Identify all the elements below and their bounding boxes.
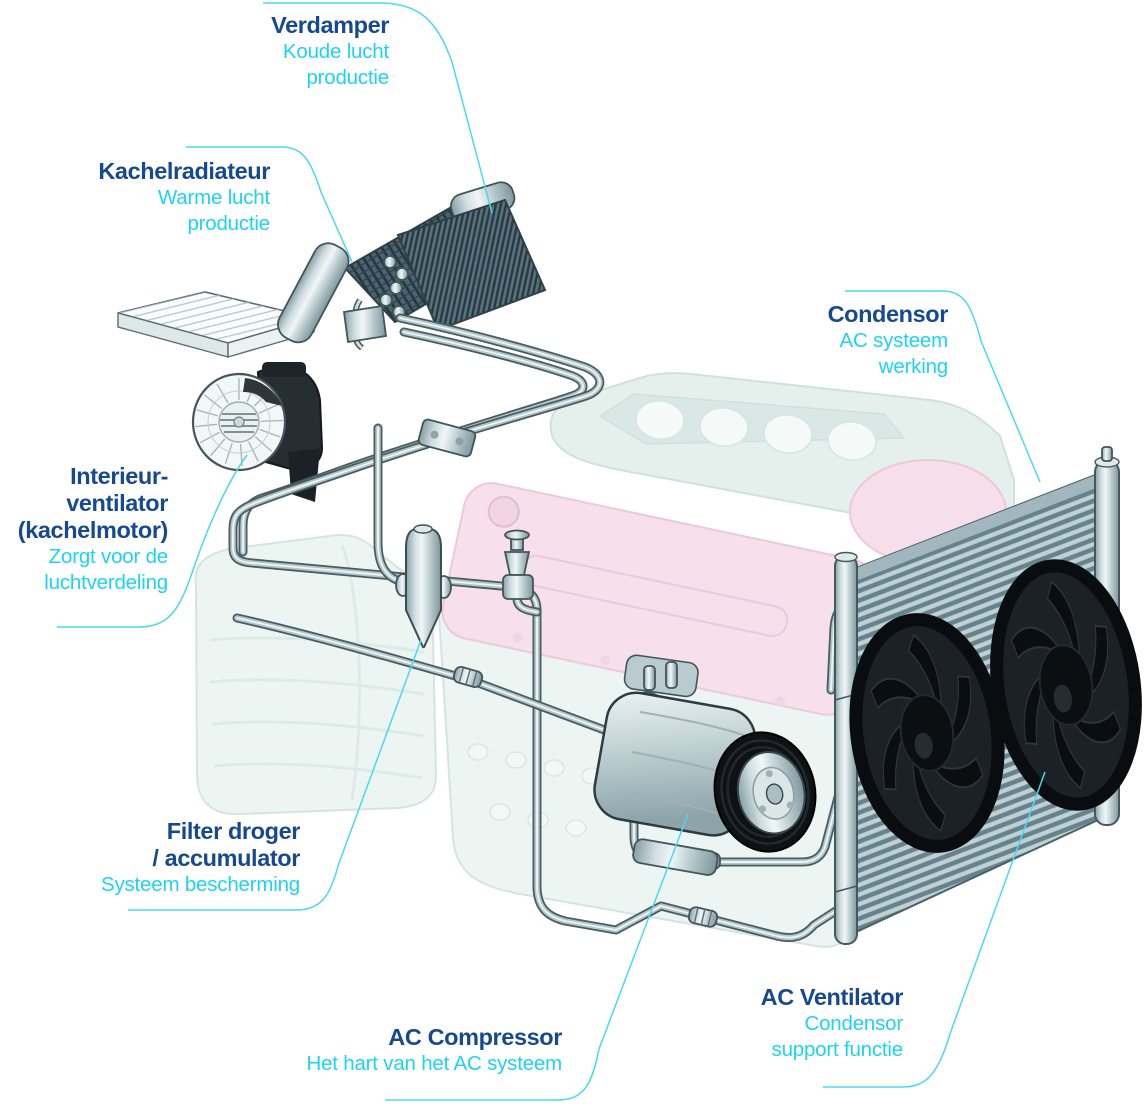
label-filter-droger: Filter droger / accumulator Systeem besc… — [100, 818, 301, 896]
leader-interieur-ventilator — [57, 454, 248, 628]
label-ac-compressor: AC Compressor Het hart van het AC systee… — [306, 1024, 562, 1075]
label-ac-ventilator: AC Ventilator Condensor support functie — [760, 984, 904, 1061]
pipe-coupling — [687, 906, 719, 928]
leader-verdamper — [263, 2, 493, 214]
fan-left — [849, 613, 1005, 853]
ac-compressor-illustration — [593, 654, 817, 876]
label-kachelradiateur: Kachelradiateur Warme lucht productie — [98, 158, 270, 235]
pipe-coupling — [452, 665, 484, 689]
blower-motor-illustration — [191, 362, 324, 502]
compressor-pulley — [713, 731, 817, 853]
label-interieur-ventilator: Interieur- ventilator (kachelmotor) Zorg… — [17, 463, 169, 594]
fan-right — [990, 559, 1142, 811]
condenser-fans-illustration — [849, 559, 1142, 853]
label-verdamper: Verdamper Koude lucht productie — [271, 12, 389, 89]
leader-lines — [57, 2, 1046, 1101]
receiver-drier-illustration — [395, 524, 452, 649]
leader-ac-compressor — [385, 813, 689, 1101]
leader-filter-droger — [128, 639, 422, 911]
kachelradiateur-heading: Kachelradiateur — [98, 158, 270, 184]
interieur-heading: Interieur- — [70, 463, 168, 489]
leader-condensor — [845, 290, 1041, 483]
filter-droger-heading: Filter droger — [166, 818, 301, 844]
label-condensor: Condensor AC systeem werking — [827, 301, 949, 378]
expansion-valve-illustration — [502, 529, 534, 600]
ac-ventilator-heading: AC Ventilator — [760, 984, 904, 1010]
leader-ac-ventilator — [823, 771, 1046, 1088]
verdamper-heading: Verdamper — [271, 12, 389, 38]
ac-compressor-heading: AC Compressor — [388, 1024, 562, 1050]
pipe-clamp — [417, 418, 477, 458]
condensor-heading: Condensor — [827, 301, 949, 327]
evaporator-illustration — [396, 181, 547, 332]
transmission-ghost — [194, 534, 438, 816]
leader-kachelradiateur — [186, 146, 353, 263]
